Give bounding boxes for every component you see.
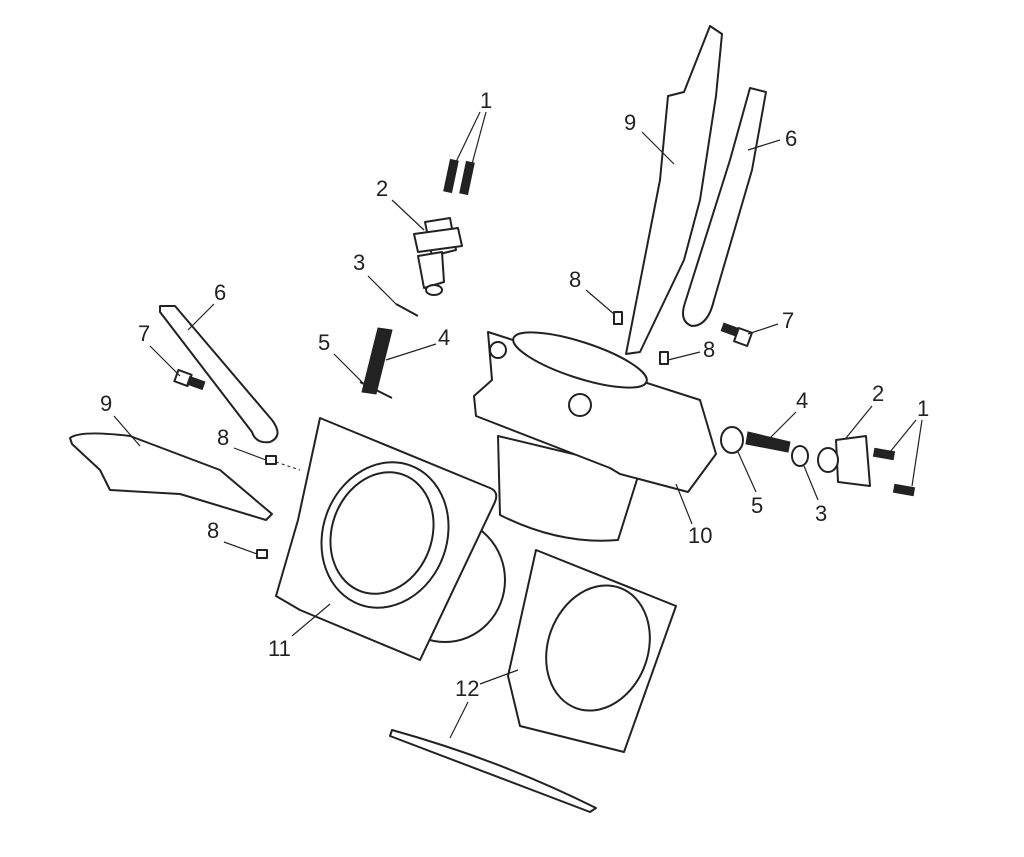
bolt-part-7-left [173,368,206,391]
callout-2-left: 2 [376,176,388,201]
chain-guide-part-6-right [682,87,767,327]
dowel-part-8-left-a [265,455,277,465]
dowel-part-8-right-a [613,311,623,325]
bolt-part-1-right [872,447,916,497]
chain-guide-part-9-right [625,25,723,355]
callout-10: 10 [688,523,712,548]
callout-7-left: 7 [138,321,150,346]
cylinder-part-11 [275,417,506,661]
callout-5-left: 5 [318,330,330,355]
callout-1-left: 1 [480,88,492,113]
spring-part-4-left [361,327,393,395]
callout-12: 12 [455,676,479,701]
dowel-part-8-left-b [256,549,268,559]
callout-3-right: 3 [815,501,827,526]
bolt-part-1-left [443,158,475,196]
callout-11: 11 [268,636,291,661]
chain-guide-part-9-left [69,432,273,521]
callout-4-left: 4 [438,325,450,350]
oring-part-5-right [720,426,744,454]
callout-8-right-b: 8 [703,337,715,362]
chain-guide-part-6-left [159,305,279,444]
callout-4-right: 4 [796,388,808,413]
callout-7-right: 7 [782,308,794,333]
washer-part-3-right [791,445,809,467]
dowel-part-8-right-b [659,351,669,365]
washer-part-3-left [395,303,419,317]
callout-9-right: 9 [624,110,636,135]
tensioner-part-2-right [817,435,871,487]
cylinder-head-part-10 [473,331,717,542]
callout-6-right: 6 [785,126,797,151]
gasket-part-12 [389,549,677,813]
callout-8-left-a: 8 [217,425,229,450]
callout-6-left: 6 [214,280,226,305]
callout-8-right-a: 8 [569,267,581,292]
oring-part-5-left [359,381,393,399]
callout-5-right: 5 [751,493,763,518]
bolt-part-7-right [720,322,753,347]
tensioner-part-2-left [413,217,463,296]
callout-8-left-b: 8 [207,518,219,543]
callout-9-left: 9 [100,391,112,416]
callout-2-right: 2 [872,381,884,406]
leader-lines [113,111,923,739]
spring-part-4-right [745,431,791,453]
callout-1-right: 1 [917,396,929,421]
callout-3-left: 3 [353,250,365,275]
